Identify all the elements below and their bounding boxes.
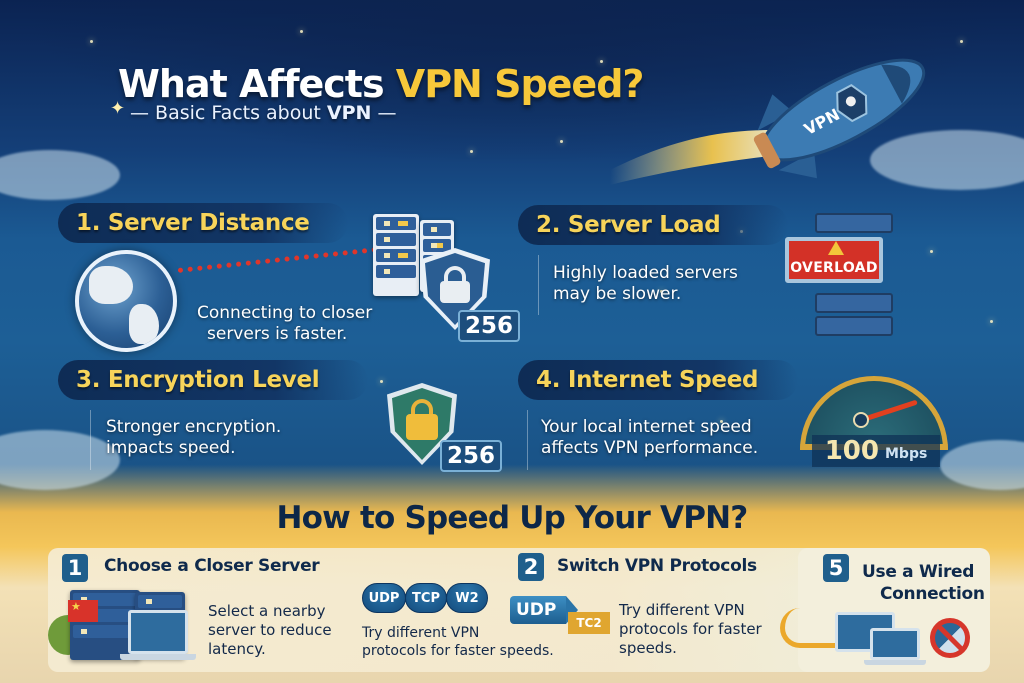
tip-3-title-line1: Use a Wired: [862, 562, 975, 582]
server-rack-icon: [373, 214, 419, 296]
speed-value: 100: [824, 436, 879, 466]
factor-4-title: 4. Internet Speed: [518, 360, 798, 400]
divider: [90, 410, 91, 470]
description-line: may be slower.: [553, 284, 682, 304]
protocol-chip-w2: W2: [446, 583, 488, 613]
server-unit: [815, 316, 893, 336]
protocol-note: Try different VPN protocols for faster s…: [362, 624, 554, 660]
how-to-title: How to Speed Up Your VPN?: [276, 500, 749, 536]
tip-3-title-line2: Connection: [880, 584, 985, 604]
encryption-badge: 256: [440, 440, 503, 472]
subtitle-bold: VPN: [326, 102, 372, 124]
speed-unit: Mbps: [884, 446, 928, 462]
overload-warning: OVERLOAD: [785, 237, 883, 283]
factor-1-title: 1. Server Distance: [58, 203, 348, 243]
tip-3-number: 5: [823, 554, 849, 582]
ethernet-cable-icon: [780, 608, 870, 648]
protocol-chip-tcp: TCP: [405, 583, 447, 613]
description-line: protocols for faster: [619, 620, 762, 638]
tip-2-title: Switch VPN Protocols: [557, 556, 757, 576]
cloud: [0, 430, 120, 490]
rocket-icon: VPN: [610, 58, 926, 185]
server-unit: [815, 213, 893, 233]
subtitle-suffix: —: [371, 102, 397, 124]
description-line: protocols for faster speeds.: [362, 643, 554, 659]
encryption-badge: 256: [458, 310, 521, 342]
no-wifi-icon: [930, 618, 970, 658]
factor-3-description: Stronger encryption. impacts speed.: [106, 417, 281, 459]
description-line: affects VPN performance.: [541, 438, 759, 458]
factor-3-title: 3. Encryption Level: [58, 360, 368, 400]
description-line: Your local internet speed: [541, 417, 752, 437]
factor-1-description: Connecting to closer servers is faster.: [197, 303, 372, 345]
flag-icon: [68, 600, 98, 622]
factor-4-description: Your local internet speed affects VPN pe…: [541, 417, 758, 459]
subtitle-prefix: — Basic Facts about: [130, 102, 327, 124]
protocol-switch-to: TC2: [568, 612, 610, 634]
title-text: What Affects: [118, 62, 396, 106]
server-unit: [815, 293, 893, 313]
description-line: server to reduce: [208, 621, 332, 639]
tip-1-number: 1: [62, 554, 88, 582]
factor-2-title: 2. Server Load: [518, 205, 788, 245]
description-line: Try different VPN: [362, 625, 480, 641]
title-accent: VPN Speed?: [395, 62, 645, 106]
description-line: Select a nearby: [208, 602, 326, 620]
description-line: servers is faster.: [207, 324, 348, 344]
speed-readout: 100 Mbps: [812, 435, 940, 467]
gauge-hub: [853, 412, 869, 428]
sparkle-icon: ✦: [110, 98, 126, 119]
cloud: [870, 130, 1024, 190]
page-title: What Affects VPN Speed?: [118, 62, 645, 106]
tip-1-description: Select a nearby server to reduce latency…: [208, 602, 332, 659]
description-line: speeds.: [619, 639, 677, 657]
factor-2-description: Highly loaded servers may be slower.: [553, 263, 738, 305]
description-line: Stronger encryption.: [106, 417, 282, 437]
laptop-base: [120, 654, 196, 660]
divider: [527, 410, 528, 470]
tip-1-title: Choose a Closer Server: [104, 556, 320, 576]
warning-icon: [828, 241, 844, 255]
description-line: latency.: [208, 640, 266, 658]
laptop-icon: [128, 610, 188, 654]
description-line: Connecting to closer: [197, 303, 373, 323]
laptop-base: [864, 660, 926, 665]
laptop-icon: [870, 628, 920, 660]
cloud: [0, 150, 120, 200]
tip-2-number: 2: [518, 553, 544, 581]
globe-icon: [75, 250, 177, 352]
divider: [538, 255, 539, 315]
description-line: Try different VPN: [619, 601, 745, 619]
subtitle: — Basic Facts about VPN —: [130, 102, 396, 124]
protocol-switch-from: UDP: [510, 596, 578, 624]
description-line: Highly loaded servers: [553, 263, 738, 283]
tip-2-description: Try different VPN protocols for faster s…: [619, 601, 762, 658]
description-line: impacts speed.: [106, 438, 236, 458]
protocol-chip-udp: UDP: [362, 583, 406, 613]
